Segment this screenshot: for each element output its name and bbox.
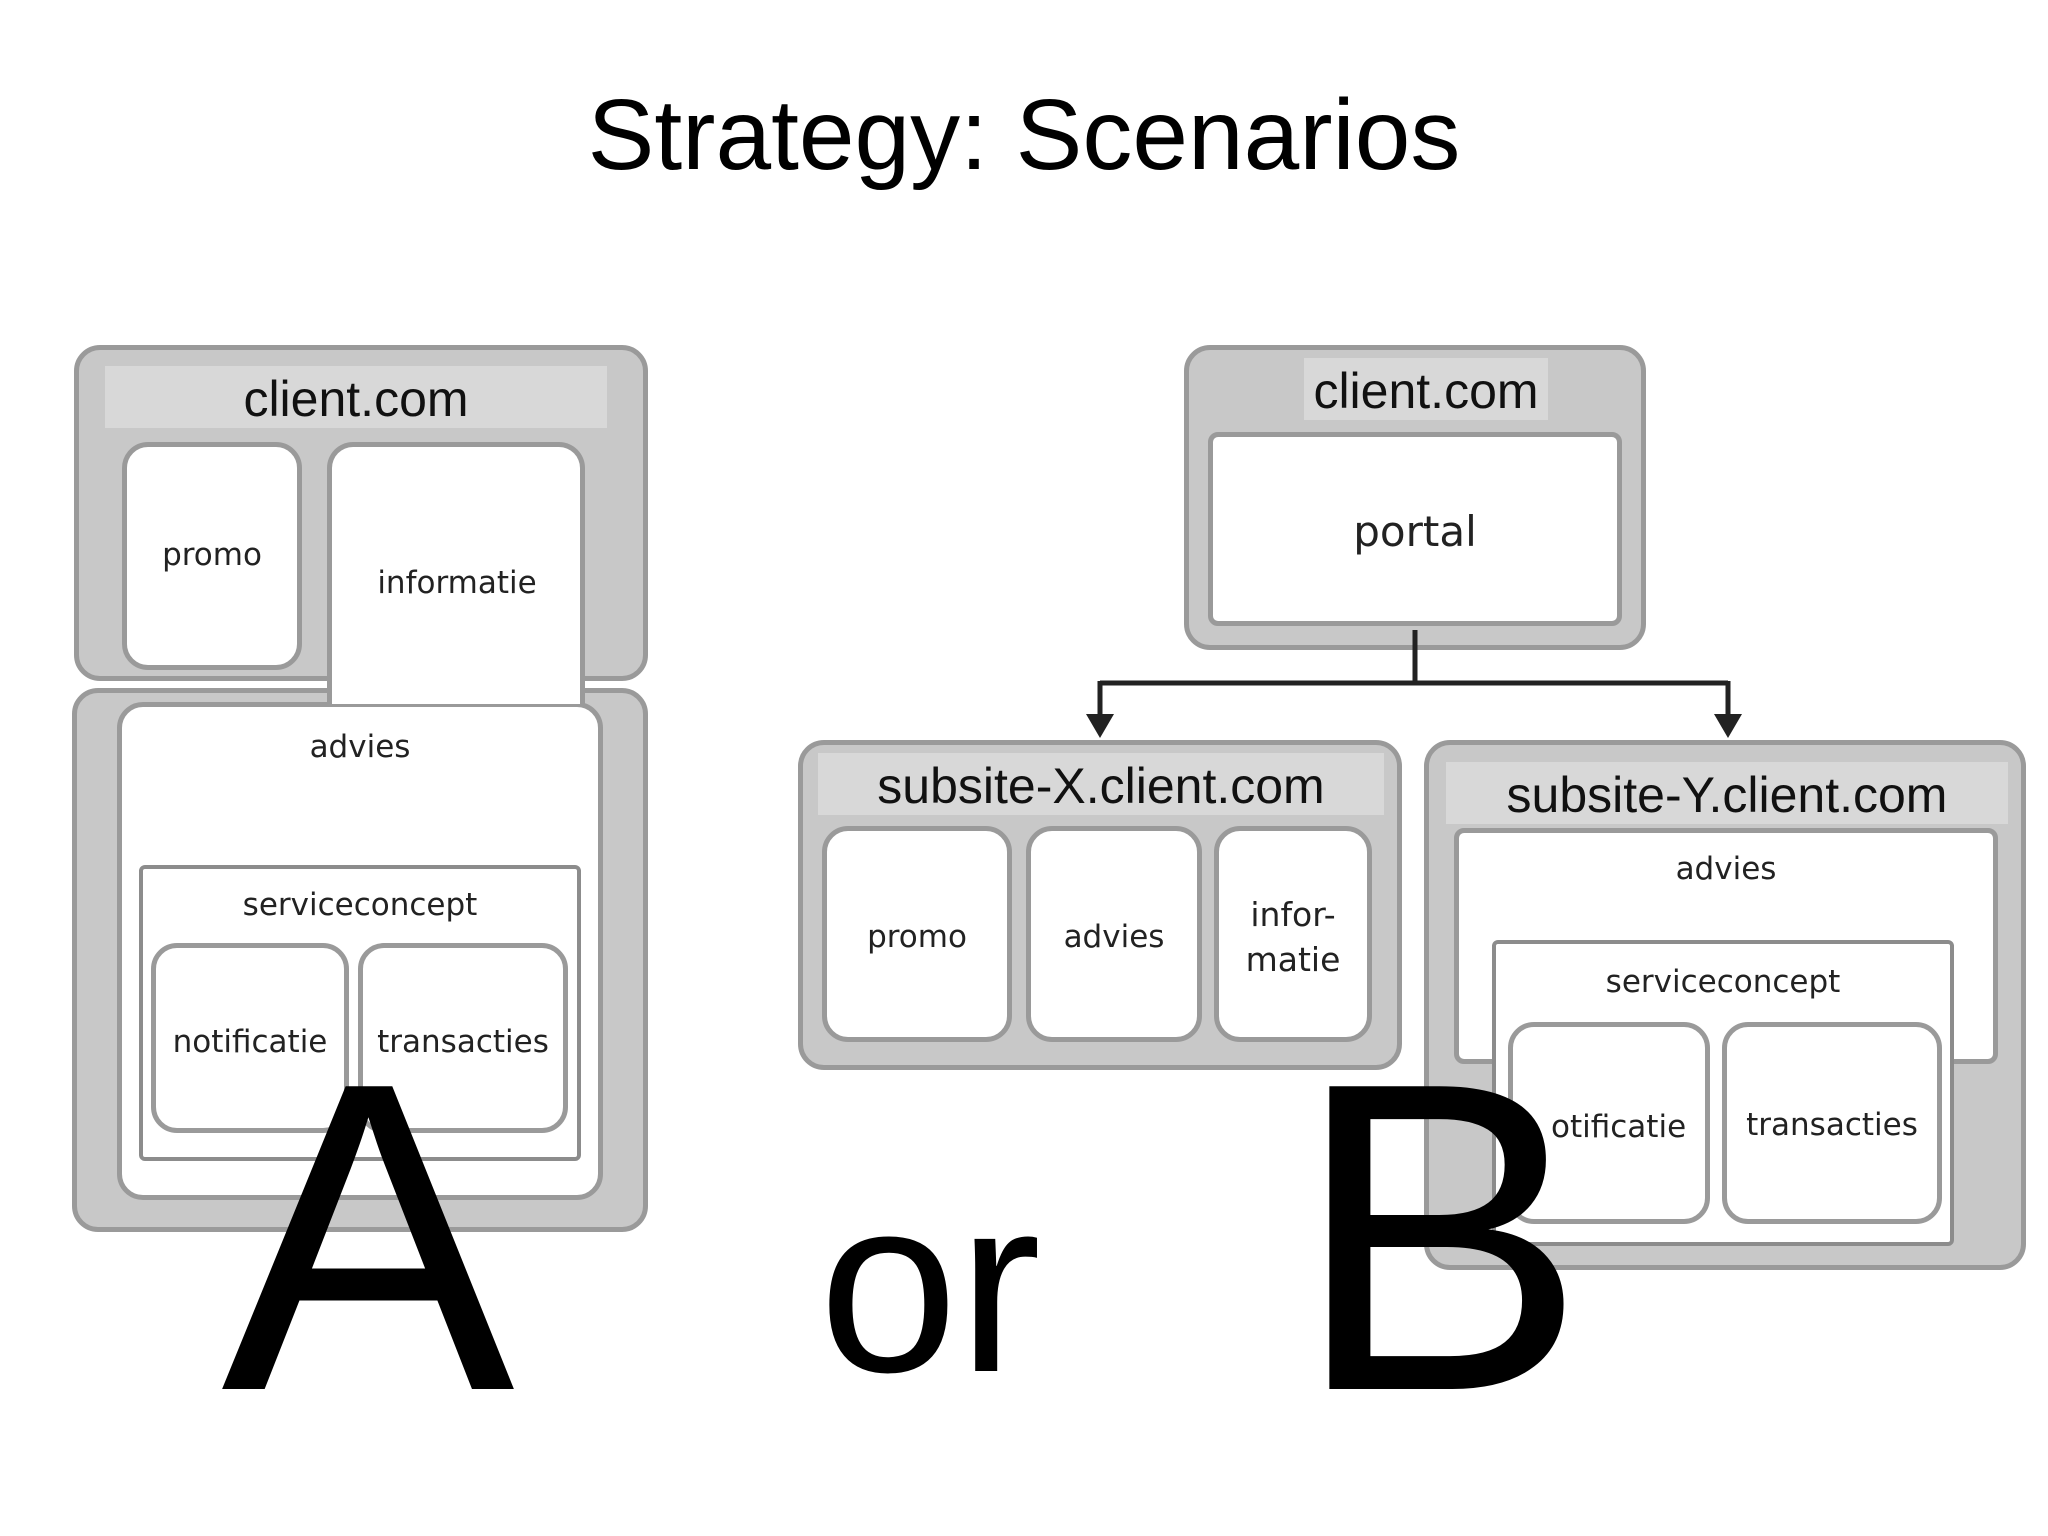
scenario-a-informatie-label: informatie [377,565,537,601]
scenario-a-domain-label: client.com [243,371,469,427]
subsite-y-transacties-module: transacties [1722,1022,1942,1224]
scenario-b-domain-header: client.com [1304,358,1548,420]
subsite-x-advies-module: advies [1026,826,1202,1042]
scenario-a-promo-module: promo [122,442,302,670]
subsite-y-transacties-label: transacties [1746,1107,1918,1143]
subsite-y-notificatie-label: otificatie [1551,1109,1687,1145]
subsite-x-informatie-label: infor- matie [1245,895,1341,979]
scenario-a-notificatie-label: notificatie [172,1024,328,1060]
connector-word-or: or [818,1145,1042,1424]
scenario-a-informatie-module: informatie [327,442,585,704]
scenario-a-transacties-label: transacties [377,1024,549,1060]
subsite-x-informatie-module: infor- matie [1214,826,1372,1042]
scenario-a-domain-header: client.com [105,366,607,428]
subsite-x-advies-label: advies [1063,919,1165,955]
subsite-y-advies-label: advies [1675,851,1777,887]
subsite-y-domain-label: subsite-Y.client.com [1506,767,1948,823]
arrowhead-subsite-x [1086,714,1114,738]
subsite-x-promo-module: promo [822,826,1012,1042]
scenario-a-serviceconcept-label: serviceconcept [242,887,478,923]
subsite-y-domain-header: subsite-Y.client.com [1446,762,2008,824]
subsite-x-domain-label: subsite-X.client.com [877,758,1325,814]
subsite-x-domain-header: subsite-X.client.com [818,753,1384,815]
scenario-a-advies-label: advies [309,729,411,765]
scenario-a-transacties-module: transacties [358,943,568,1133]
scenario-b-letter: B [1293,992,1587,1483]
scenario-b-portal-module: portal [1208,432,1622,626]
arrowhead-subsite-y [1714,714,1742,738]
subsite-y-serviceconcept-label: serviceconcept [1605,964,1841,1000]
scenario-a-letter: A [221,992,515,1483]
subsite-x-promo-label: promo [867,919,967,955]
scenario-b-portal-label: portal [1353,507,1477,556]
scenario-a-promo-label: promo [162,537,262,573]
scenario-a-notificatie-module: notificatie [151,943,349,1133]
slide-title: Strategy: Scenarios [587,79,1461,191]
scenario-b-domain-label: client.com [1313,363,1539,419]
subsite-y-notificatie-module: otificatie [1508,1022,1710,1224]
